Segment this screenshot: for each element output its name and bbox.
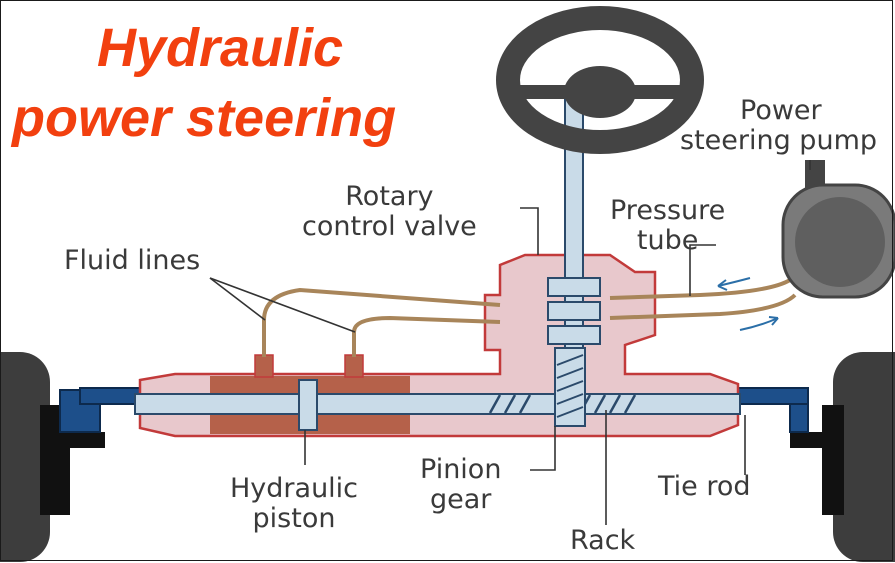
pinion-gear [554,347,586,427]
label-pinion-gear: Pinion gear [420,454,502,515]
flow-arrows [717,277,779,331]
label-rotary-control-valve: Rotary control valve [302,181,477,242]
diagram-title-line2: power steering [12,88,397,148]
left-wheel [0,352,105,562]
rotary-control-valve-spools [547,277,601,345]
label-fluid-lines: Fluid lines [64,245,201,276]
right-wheel [790,352,895,562]
label-pressure-tube: Pressure tube [610,195,726,256]
label-rack: Rack [570,525,636,556]
steering-wheel [496,6,704,154]
hydraulic-piston [298,379,318,431]
rack [134,393,741,415]
power-steering-pump [781,160,895,299]
leader-lines [209,160,811,525]
diagram-title-line1: Hydraulic [97,18,344,78]
label-power-steering-pump: Power steering pump [680,95,878,156]
label-tie-rod: Tie rod [658,471,751,502]
label-hydraulic-piston: Hydraulic piston [230,473,359,534]
tie-rod [59,387,809,433]
